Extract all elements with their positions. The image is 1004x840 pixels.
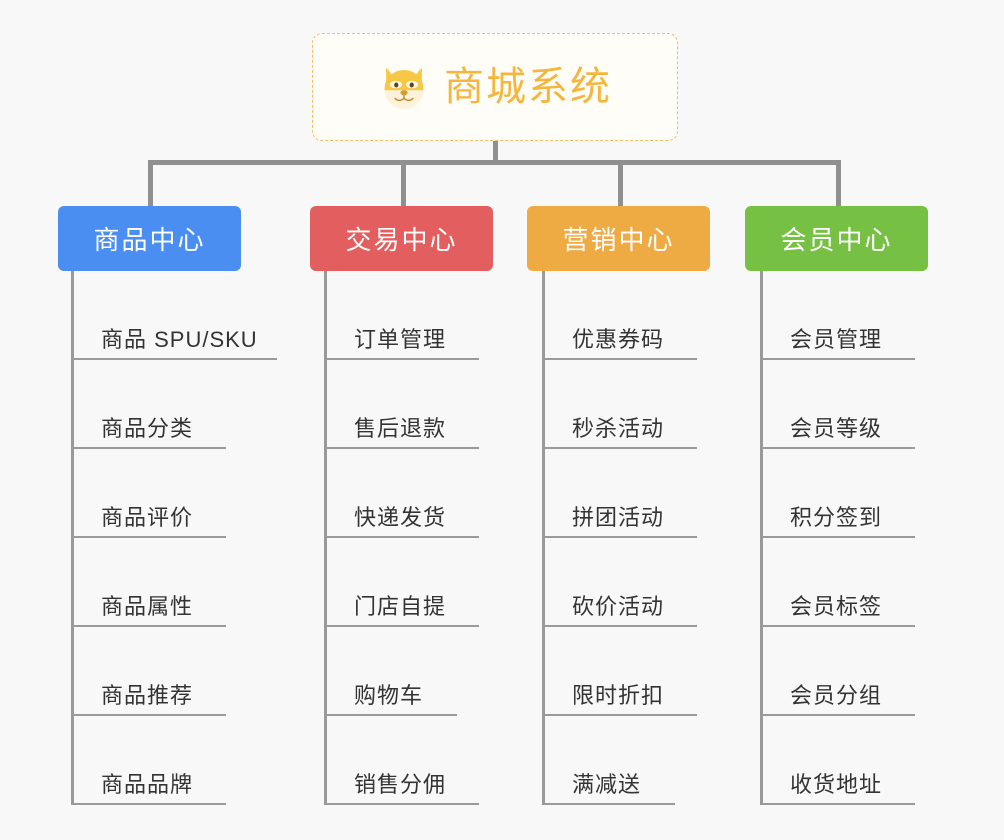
list-item-label: 商品 SPU/SKU (101, 327, 258, 352)
list-item-label: 秒杀活动 (572, 416, 665, 441)
list-item-rule (71, 536, 226, 538)
branch-items-2: 订单管理 售后退款 快递发货 门店自提 购物车 销售分佣 (324, 271, 544, 805)
branch-header-2[interactable]: 交易中心 (310, 206, 493, 271)
list-item-rule (542, 358, 697, 360)
list-item[interactable]: 商品属性 (71, 538, 291, 627)
list-item-label: 满减送 (572, 772, 642, 797)
list-item[interactable]: 商品推荐 (71, 627, 291, 716)
list-item[interactable]: 砍价活动 (542, 538, 762, 627)
list-item[interactable]: 会员管理 (760, 271, 980, 360)
list-item[interactable]: 商品 SPU/SKU (71, 271, 291, 360)
list-item-rule (324, 714, 457, 716)
list-item-rule (324, 625, 479, 627)
list-item[interactable]: 满减送 (542, 716, 762, 805)
list-item-label: 会员分组 (790, 683, 883, 708)
list-item[interactable]: 优惠券码 (542, 271, 762, 360)
list-item-rule (324, 358, 479, 360)
list-item[interactable]: 商品品牌 (71, 716, 291, 805)
list-item-label: 会员管理 (790, 327, 883, 352)
branch-spine (542, 271, 545, 805)
list-item[interactable]: 销售分佣 (324, 716, 544, 805)
list-item[interactable]: 积分签到 (760, 449, 980, 538)
list-item-rule (324, 803, 479, 805)
list-item-label: 订单管理 (354, 327, 447, 352)
list-item-rule (71, 358, 277, 360)
list-item-rule (760, 625, 915, 627)
branch-header-3[interactable]: 营销中心 (527, 206, 710, 271)
list-item-label: 门店自提 (354, 594, 447, 619)
list-item-rule (71, 625, 226, 627)
shiba-dog-icon (384, 67, 424, 109)
list-item-label: 商品评价 (101, 505, 194, 530)
list-item-label: 快递发货 (354, 505, 447, 530)
list-item[interactable]: 会员分组 (760, 627, 980, 716)
list-item-label: 售后退款 (354, 416, 447, 441)
connector-root-stem (493, 141, 498, 163)
list-item-label: 商品属性 (101, 594, 194, 619)
branch-header-4[interactable]: 会员中心 (745, 206, 928, 271)
list-item-label: 商品品牌 (101, 772, 194, 797)
list-item-label: 商品分类 (101, 416, 194, 441)
list-item-label: 砍价活动 (572, 594, 665, 619)
list-item-label: 会员等级 (790, 416, 883, 441)
connector-drop-3 (618, 160, 623, 207)
connector-drop-4 (836, 160, 841, 207)
list-item-label: 优惠券码 (572, 327, 665, 352)
list-item-label: 收货地址 (790, 772, 883, 797)
list-item-rule (542, 447, 697, 449)
list-item-rule (71, 447, 226, 449)
list-item-label: 购物车 (354, 683, 424, 708)
root-node[interactable]: 商城系统 (312, 33, 678, 141)
branch-header-label: 商品中心 (93, 225, 206, 255)
list-item[interactable]: 快递发货 (324, 449, 544, 538)
list-item[interactable]: 拼团活动 (542, 449, 762, 538)
connector-drop-1 (148, 160, 153, 207)
branch-spine (760, 271, 763, 805)
branch-spine (71, 271, 74, 805)
list-item[interactable]: 购物车 (324, 627, 544, 716)
page-title: 商城系统 (444, 65, 612, 109)
list-item-label: 积分签到 (790, 505, 883, 530)
list-item[interactable]: 收货地址 (760, 716, 980, 805)
list-item-rule (760, 447, 915, 449)
list-item-rule (542, 714, 697, 716)
list-item[interactable]: 订单管理 (324, 271, 544, 360)
branch-header-label: 交易中心 (345, 225, 458, 255)
list-item-label: 限时折扣 (572, 683, 665, 708)
list-item[interactable]: 会员等级 (760, 360, 980, 449)
list-item[interactable]: 商品分类 (71, 360, 291, 449)
list-item-label: 销售分佣 (354, 772, 447, 797)
branch-items-4: 会员管理 会员等级 积分签到 会员标签 会员分组 收货地址 (760, 271, 980, 805)
list-item-rule (542, 536, 697, 538)
list-item-rule (71, 714, 226, 716)
connector-drop-2 (401, 160, 406, 207)
list-item-rule (324, 536, 479, 538)
list-item[interactable]: 会员标签 (760, 538, 980, 627)
list-item[interactable]: 售后退款 (324, 360, 544, 449)
list-item-label: 会员标签 (790, 594, 883, 619)
branch-items-1: 商品 SPU/SKU 商品分类 商品评价 商品属性 商品推荐 商品品牌 (71, 271, 291, 805)
branch-header-label: 营销中心 (562, 225, 675, 255)
list-item-rule (760, 536, 915, 538)
connector-horizontal-bus (150, 160, 841, 165)
list-item[interactable]: 限时折扣 (542, 627, 762, 716)
branch-header-1[interactable]: 商品中心 (58, 206, 241, 271)
list-item-rule (760, 803, 915, 805)
list-item[interactable]: 秒杀活动 (542, 360, 762, 449)
list-item-rule (760, 358, 915, 360)
list-item[interactable]: 门店自提 (324, 538, 544, 627)
list-item-rule (542, 803, 675, 805)
list-item-rule (760, 714, 915, 716)
list-item-rule (71, 803, 226, 805)
list-item-label: 拼团活动 (572, 505, 665, 530)
list-item-label: 商品推荐 (101, 683, 194, 708)
list-item[interactable]: 商品评价 (71, 449, 291, 538)
branch-items-3: 优惠券码 秒杀活动 拼团活动 砍价活动 限时折扣 满减送 (542, 271, 762, 805)
branch-header-label: 会员中心 (780, 225, 893, 255)
list-item-rule (542, 625, 697, 627)
branch-spine (324, 271, 327, 805)
list-item-rule (324, 447, 479, 449)
